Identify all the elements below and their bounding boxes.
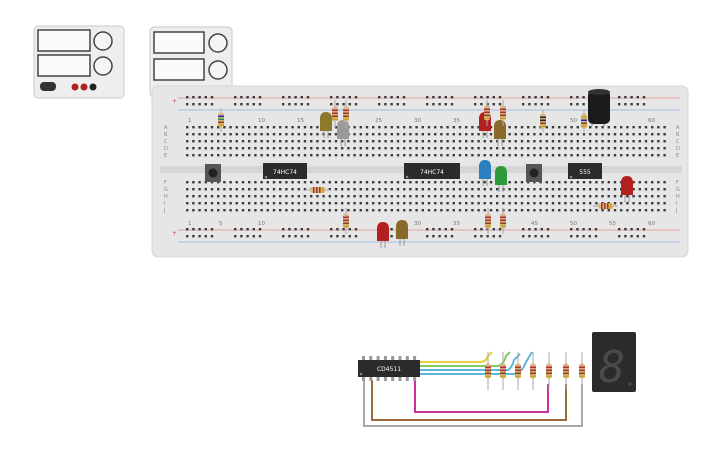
col-num: 45 bbox=[531, 221, 538, 227]
col-num: 35 bbox=[453, 221, 460, 227]
col-num: 50 bbox=[570, 221, 577, 227]
row-letter: H bbox=[676, 194, 680, 200]
chip-label: 74HC74 bbox=[273, 169, 297, 176]
col-num: 55 bbox=[609, 221, 616, 227]
col-num: 1 bbox=[188, 221, 192, 227]
col-num: 5 bbox=[219, 221, 223, 227]
row-letter: G bbox=[164, 187, 168, 193]
row-letter: G bbox=[676, 187, 680, 193]
wire-magenta[interactable] bbox=[414, 380, 549, 413]
row-letters: A B C D E F G H I J A B C D E F G H I J bbox=[163, 125, 680, 214]
row-letter: C bbox=[676, 139, 680, 145]
row-letter: H bbox=[164, 194, 168, 200]
row-letter: B bbox=[676, 132, 680, 138]
col-num: 15 bbox=[297, 118, 304, 124]
chip-cd4511[interactable]: CD4511 bbox=[358, 356, 420, 381]
chip-74hc74-1[interactable]: 74HC74 bbox=[263, 163, 307, 179]
pushbutton-icon bbox=[529, 168, 539, 178]
row-letter: F bbox=[676, 180, 679, 186]
col-num: 1 bbox=[188, 118, 192, 124]
row-letter: D bbox=[164, 146, 168, 152]
row-letter: E bbox=[676, 153, 679, 159]
row-letter: J bbox=[675, 208, 677, 214]
row-letter: I bbox=[164, 201, 165, 207]
rail-plus-top: + bbox=[172, 98, 177, 105]
breadboard-holes bbox=[186, 96, 666, 238]
col-num: 50 bbox=[570, 118, 577, 124]
row-letter: A bbox=[164, 125, 168, 131]
rail-plus-bottom: + bbox=[172, 230, 177, 237]
col-num: 10 bbox=[258, 221, 265, 227]
row-letter: I bbox=[676, 201, 677, 207]
wire-brown[interactable] bbox=[371, 380, 567, 421]
breadboard-resistors bbox=[218, 100, 618, 234]
power-supply-1[interactable] bbox=[33, 25, 125, 99]
column-numbers-top: 1 10 15 25 30 35 50 60 bbox=[188, 118, 655, 124]
display-resistors bbox=[485, 352, 585, 390]
chip-label: 74HC74 bbox=[420, 169, 444, 176]
pushbutton-2[interactable] bbox=[526, 164, 542, 182]
power-supply-2[interactable] bbox=[149, 26, 233, 98]
capacitor-icon[interactable] bbox=[588, 89, 610, 126]
row-letter: J bbox=[163, 208, 165, 214]
row-letter: F bbox=[164, 180, 167, 186]
col-num: 35 bbox=[453, 118, 460, 124]
col-num: 10 bbox=[258, 118, 265, 124]
chip-555[interactable]: 555 bbox=[568, 163, 602, 179]
seven-segment-display[interactable]: 8 bbox=[592, 332, 636, 393]
col-num: 30 bbox=[414, 221, 421, 227]
row-letter: A bbox=[676, 125, 680, 131]
col-num: 25 bbox=[375, 118, 382, 124]
row-letter: C bbox=[164, 139, 168, 145]
chip-label: CD4511 bbox=[377, 366, 401, 373]
col-num: 60 bbox=[648, 221, 655, 227]
row-letter: E bbox=[164, 153, 167, 159]
row-letter: D bbox=[676, 146, 680, 152]
wire-green[interactable] bbox=[418, 351, 511, 367]
wire-gray[interactable] bbox=[363, 380, 583, 427]
col-num: 60 bbox=[648, 118, 655, 124]
column-numbers-bottom: 1 5 10 30 35 45 50 55 60 bbox=[188, 221, 655, 227]
pushbutton-icon bbox=[208, 168, 218, 178]
chip-label: 555 bbox=[579, 169, 591, 176]
breadboard-leds bbox=[320, 112, 633, 248]
row-letter: B bbox=[164, 132, 168, 138]
wire-blue-1[interactable] bbox=[418, 353, 521, 371]
col-num: 30 bbox=[414, 118, 421, 124]
pushbutton-1[interactable] bbox=[205, 164, 221, 182]
display-digit: 8 bbox=[599, 342, 626, 393]
wire-yellow[interactable] bbox=[418, 351, 493, 363]
chip-74hc74-2[interactable]: 74HC74 bbox=[404, 163, 460, 179]
